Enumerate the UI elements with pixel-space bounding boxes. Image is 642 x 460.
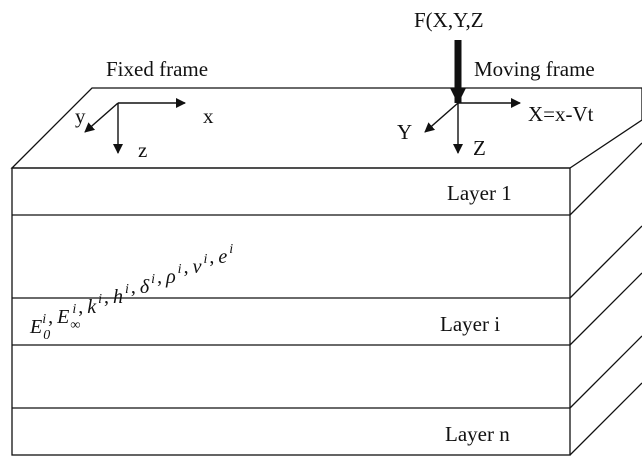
property-separator: , [209,246,214,268]
property-superscript: i [151,272,155,287]
property-separator: , [78,296,83,318]
side-layer-line [569,225,642,299]
layer-1-label: Layer 1 [447,181,512,205]
side-layer-line [569,272,642,346]
fixed-frame-axes [84,98,186,154]
front-face [11,167,571,456]
property-symbol: e [218,246,227,268]
property-symbol: k [87,296,97,318]
property-superscript: i [72,302,76,317]
moving-frame-axes [424,98,521,154]
side-layer-line [569,142,642,216]
fixed-y-axis-label: y [75,104,86,128]
property-superscript: i [42,312,46,327]
top-face [10,87,642,169]
property-subscript: 0 [43,328,50,343]
property-superscript: i [98,292,102,307]
property-subscript: ∞ [70,318,80,333]
property-separator: , [131,276,136,298]
property-symbol: δ [140,276,150,298]
property-symbol: ρ [165,266,176,288]
moving-x-axis-label: X=x-Vt [528,102,594,126]
property-superscript: i [229,242,233,257]
side-face-bottom-edge [569,382,642,456]
moving-y-axis-label: Y [397,120,412,144]
property-separator: , [48,306,53,328]
layer-i-label: Layer i [440,312,500,336]
property-separator: , [104,286,109,308]
fixed-x-axis-label: x [203,104,214,128]
fixed-z-axis-label: z [138,138,147,162]
property-separator: , [184,256,189,278]
fixed-frame-label: Fixed frame [106,57,208,81]
moving-frame-label: Moving frame [474,57,595,81]
moving-z-axis-label: Z [473,136,486,160]
fixed-y-axis-arrow [84,102,119,133]
layer-n-label: Layer n [445,422,510,446]
property-superscript: i [203,252,207,267]
property-symbol: h [113,286,123,308]
property-separator: , [157,266,162,288]
property-superscript: i [125,282,129,297]
moving-y-axis-arrow [424,102,459,133]
property-symbol: E [29,316,42,338]
side-layer-line [569,335,642,409]
property-symbol: ν [193,256,202,278]
force-label: F(X,Y,Z [414,8,484,32]
property-symbol: E [56,306,69,328]
property-superscript: i [178,262,182,277]
